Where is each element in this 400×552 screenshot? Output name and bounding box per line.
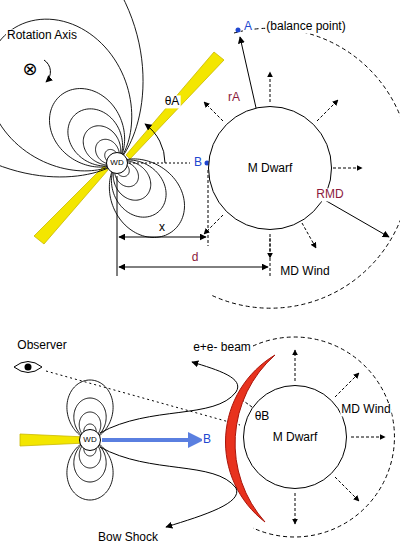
beam-line xyxy=(100,447,237,527)
diagram-label: A xyxy=(243,20,253,33)
diagram-label: ⊗ xyxy=(21,60,38,80)
wind-arrow xyxy=(351,437,385,438)
node-label: M Dwarf xyxy=(273,431,318,443)
wind-arrow xyxy=(204,102,223,121)
wind-arrow xyxy=(302,223,316,248)
dimension-line xyxy=(119,237,206,238)
diagram-label: θB xyxy=(254,410,271,423)
wind-arrow xyxy=(317,100,338,121)
diagram-label: MD Wind xyxy=(279,265,330,278)
wind-arrow xyxy=(204,215,223,234)
line-of-sight xyxy=(46,371,240,425)
angle-arc xyxy=(145,124,165,163)
eye-pupil xyxy=(25,364,32,371)
diagram-label: x xyxy=(158,221,166,234)
field-line xyxy=(0,19,132,171)
diagram-label: Observer xyxy=(16,339,67,352)
node-label: M Dwarf xyxy=(248,162,293,174)
extension-line xyxy=(117,176,118,276)
dimension-line xyxy=(119,267,268,268)
extension-line xyxy=(270,238,271,276)
extension-line xyxy=(208,170,209,246)
node-label: WD xyxy=(110,159,123,167)
star-circle: M Dwarf xyxy=(243,385,347,489)
wind-arrow xyxy=(333,168,362,169)
wind-arrow xyxy=(270,72,271,102)
diagram-label: Rotation Axis xyxy=(6,29,78,42)
diagram-label: d xyxy=(191,251,200,264)
field-line xyxy=(0,0,143,177)
diagram-label: B xyxy=(202,433,212,446)
diagram-label: rA xyxy=(227,91,241,104)
eye-symbol xyxy=(14,362,42,373)
star-circle: M Dwarf xyxy=(208,106,332,230)
white-dwarf-circle: WD xyxy=(106,152,128,174)
diagram-label: e+e- beam xyxy=(192,341,252,354)
white-dwarf-circle: WD xyxy=(79,429,101,451)
axis-line xyxy=(129,163,190,164)
wind-arrow xyxy=(335,477,359,501)
diagram-label: θA xyxy=(164,95,181,108)
beam-line xyxy=(100,362,238,433)
rotation-arrow xyxy=(44,60,50,82)
balance-point xyxy=(236,28,241,33)
wind-arrows xyxy=(204,72,362,258)
node-label: WD xyxy=(83,436,96,444)
particle-beam xyxy=(34,166,108,244)
diagram-label: B xyxy=(193,156,203,169)
diagram-label: MD Wind xyxy=(340,403,391,416)
wind-arrow xyxy=(295,493,296,524)
wind-arrow xyxy=(295,350,296,381)
diagram-label: (balance point) xyxy=(265,20,346,33)
field-lines xyxy=(0,0,185,237)
wind-arrows xyxy=(238,350,385,524)
particle-beam xyxy=(20,434,86,446)
diagram-label: RMD xyxy=(315,188,344,201)
diagram-label: Bow Shock xyxy=(97,531,159,544)
wind-arrow xyxy=(335,373,359,397)
particle-beam xyxy=(126,52,224,159)
flow-arrow xyxy=(102,438,196,442)
